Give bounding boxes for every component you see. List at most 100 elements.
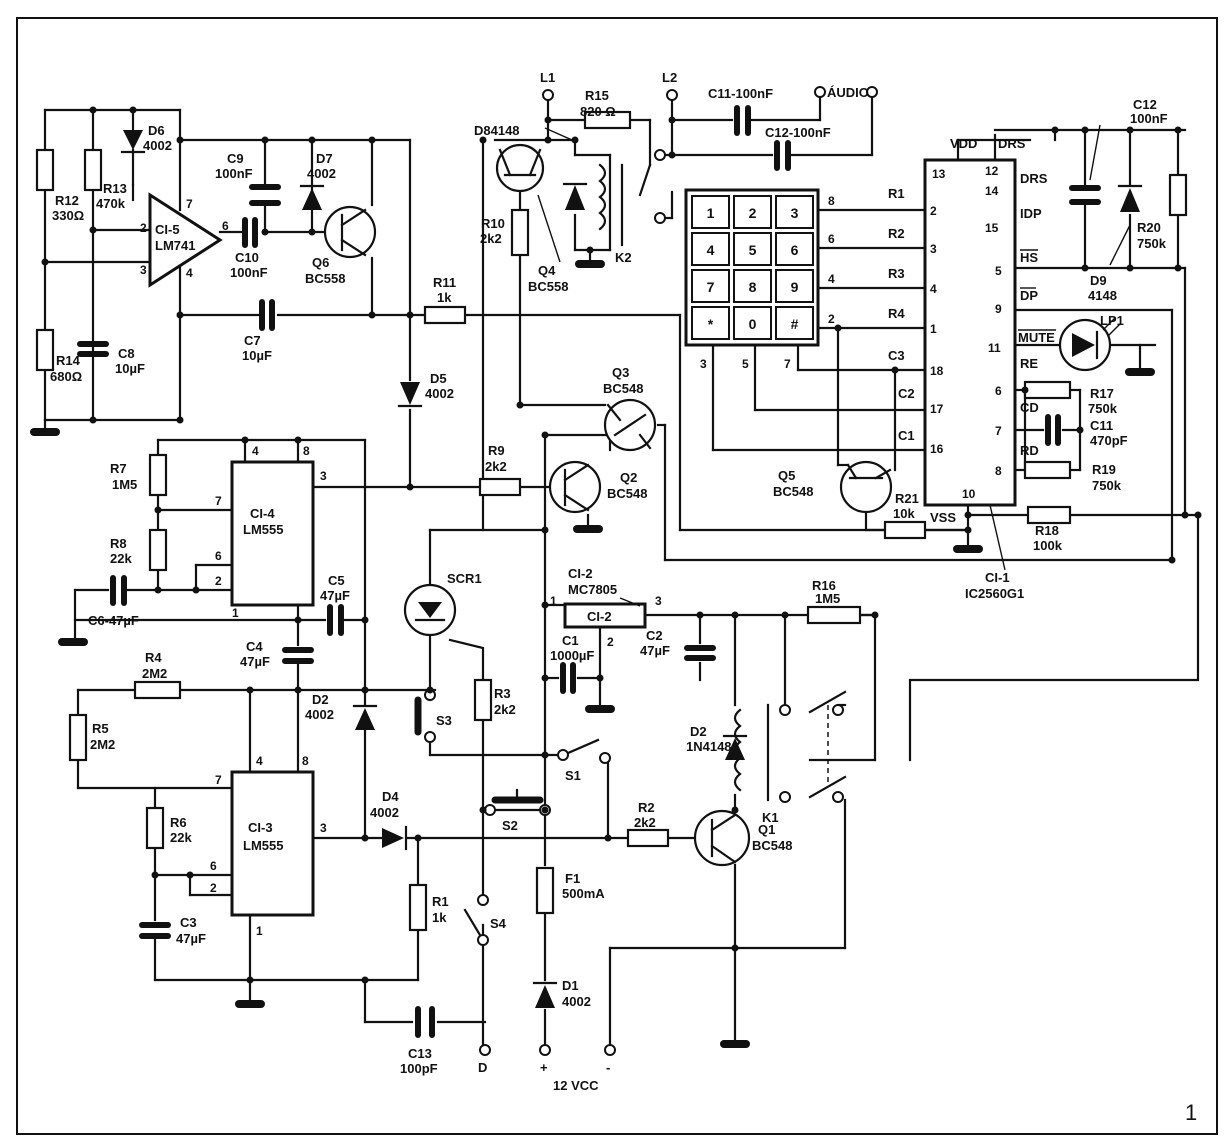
r4-body [133,680,182,700]
junction-dot [1174,264,1182,272]
svg-text:D84148: D84148 [474,123,520,138]
r1-body [408,883,428,932]
svg-text:2: 2 [607,635,614,649]
r20-body [1168,173,1188,217]
junction-dot [261,228,269,236]
junction-dot [544,136,552,144]
junction-dot [571,136,579,144]
junction-dot [834,324,842,332]
svg-text:7: 7 [215,494,222,508]
r11-body [423,305,467,325]
svg-text:7: 7 [784,357,791,371]
svg-text:2: 2 [210,881,217,895]
junction-dot [964,526,972,534]
r16-body [806,605,862,625]
svg-text:4002: 4002 [307,166,336,181]
svg-text:4: 4 [186,266,193,280]
keypad-key [775,232,814,266]
junction-dot [1174,126,1182,134]
junction-dot [294,686,302,694]
svg-text:L1: L1 [540,70,555,85]
svg-text:3: 3 [655,594,662,608]
svg-text:L2: L2 [662,70,677,85]
svg-text:VSS: VSS [930,510,956,525]
svg-text:D9: D9 [1090,273,1107,288]
svg-text:R21: R21 [895,491,919,506]
svg-text:47µF: 47µF [240,654,270,669]
r17-body [1023,380,1072,400]
supply-label: 12 VCC [553,1078,599,1093]
svg-text:R14: R14 [56,353,81,368]
svg-text:Q2: Q2 [620,470,637,485]
junction-dot [89,416,97,424]
r8-body [148,528,168,572]
svg-text:S3: S3 [436,713,452,728]
svg-text:R3: R3 [888,266,905,281]
junction-dot [176,311,184,319]
lamp-lp1: LP1 [1058,313,1124,372]
junction-dot [154,586,162,594]
junction-dot [426,686,434,694]
svg-text:6: 6 [210,859,217,873]
ci-2-regulator: CI-2 CI-2 MC7805 1 2 3 [550,566,662,649]
svg-text:D6: D6 [148,123,165,138]
r15-value: 820 Ω [580,104,616,119]
svg-text:R20: R20 [1137,220,1161,235]
svg-text:R13: R13 [103,181,127,196]
r15-body [583,110,632,130]
junction-dot [964,511,972,519]
junction-dot [414,834,422,842]
junction-dots [41,106,1202,984]
svg-text:BC558: BC558 [305,271,345,286]
r21-body [883,520,927,540]
svg-text:R18: R18 [1035,523,1059,538]
svg-text:CI-1: CI-1 [985,570,1010,585]
junction-dot [1076,426,1084,434]
svg-text:C12: C12 [1133,97,1157,112]
svg-text:R4: R4 [145,650,162,665]
junction-dot [151,871,159,879]
fuse-f1: F1 500mA [535,866,605,915]
svg-text:K1: K1 [762,810,779,825]
svg-text:3: 3 [320,469,327,483]
svg-text:CI-2: CI-2 [568,566,593,581]
svg-text:750k: 750k [1088,401,1118,416]
svg-text:6: 6 [995,384,1002,398]
junction-dot [1194,511,1202,519]
svg-text:BC558: BC558 [528,279,568,294]
svg-text:750k: 750k [1092,478,1122,493]
junction-dot [176,136,184,144]
svg-text:10: 10 [962,487,976,501]
svg-text:15: 15 [985,221,999,235]
svg-text:6: 6 [828,232,835,246]
svg-text:5: 5 [742,357,749,371]
junction-dot [246,686,254,694]
switch-s3: S3 [414,689,452,743]
svg-text:47µF: 47µF [640,643,670,658]
svg-text:C11-100nF: C11-100nF [708,86,773,101]
svg-text:MC7805: MC7805 [568,582,617,597]
junction-dot [781,611,789,619]
svg-text:C10: C10 [235,250,259,265]
r18-body [1026,505,1072,525]
svg-text:4: 4 [828,272,835,286]
junction-dot [696,611,704,619]
svg-text:8: 8 [303,444,310,458]
svg-text:2M2: 2M2 [90,737,115,752]
junction-dot [891,366,899,374]
svg-text:100k: 100k [1033,538,1063,553]
svg-text:2: 2 [215,574,222,588]
keypad-key-label: 1 [707,205,715,221]
keypad-key [733,306,772,340]
svg-text:Q5: Q5 [778,468,795,483]
svg-text:DP: DP [1020,288,1038,303]
junction-dot [41,258,49,266]
junction-dot [731,944,739,952]
svg-text:R16: R16 [812,578,836,593]
svg-text:2: 2 [140,221,147,235]
svg-text:R7: R7 [110,461,127,476]
svg-text:D5: D5 [430,371,447,386]
junction-dot [604,834,612,842]
svg-text:R4: R4 [888,306,905,321]
